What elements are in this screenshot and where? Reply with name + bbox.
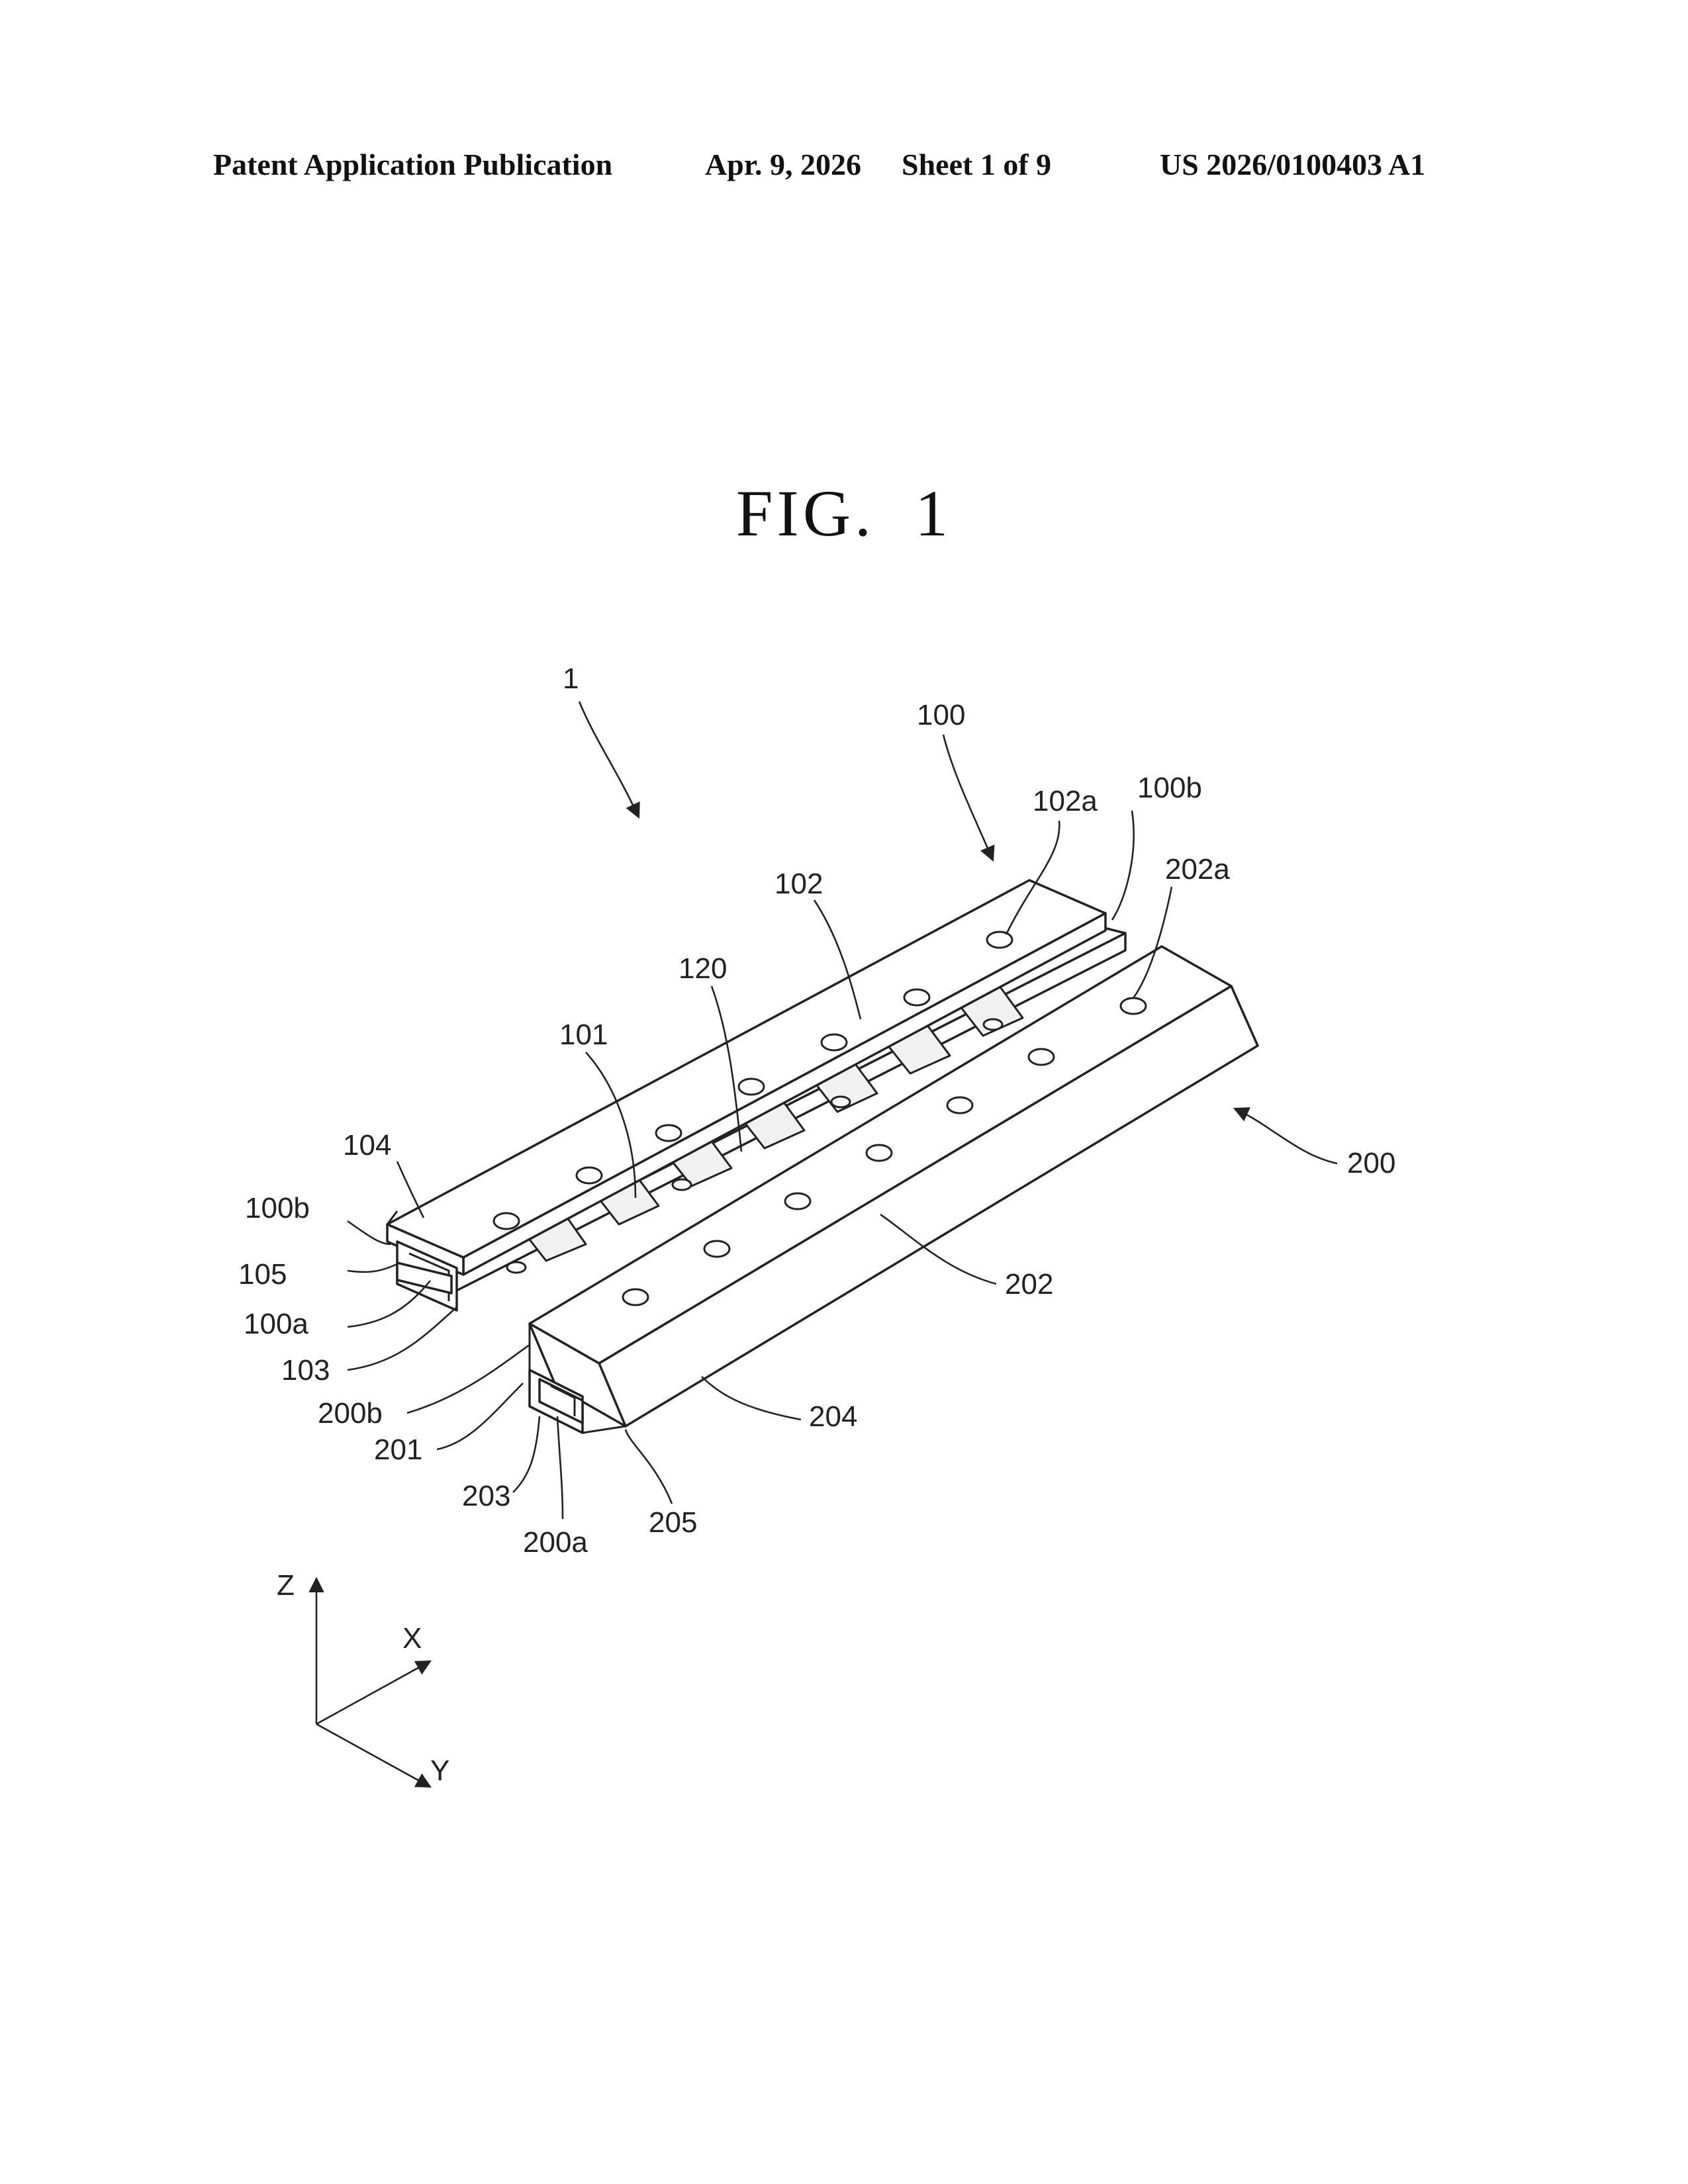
label-200b: 200b xyxy=(318,1397,383,1430)
label-102: 102 xyxy=(774,868,823,900)
label-100b-top: 100b xyxy=(1137,772,1202,804)
label-105: 105 xyxy=(238,1258,287,1291)
label-103: 103 xyxy=(281,1354,330,1387)
label-101: 101 xyxy=(559,1019,608,1051)
label-205: 205 xyxy=(649,1506,697,1539)
label-102a: 102a xyxy=(1033,785,1098,817)
label-202a: 202a xyxy=(1165,853,1230,886)
y-axis-arrow xyxy=(316,1724,430,1787)
label-200a: 200a xyxy=(523,1526,588,1559)
reference-numerals: 1 100 102a 100b 202a 102 120 101 104 100… xyxy=(238,662,1395,1559)
label-100a: 100a xyxy=(244,1308,308,1340)
x-axis-arrow xyxy=(316,1661,430,1724)
y-axis-label: Y xyxy=(430,1754,449,1787)
z-axis-label: Z xyxy=(277,1569,295,1602)
label-100b-left: 100b xyxy=(245,1192,310,1224)
label-120: 120 xyxy=(679,952,727,985)
label-104: 104 xyxy=(343,1129,391,1161)
label-200: 200 xyxy=(1347,1147,1395,1179)
label-201: 201 xyxy=(374,1433,422,1466)
coordinate-axes: Z X Y xyxy=(277,1569,449,1787)
label-204: 204 xyxy=(809,1400,857,1433)
x-axis-label: X xyxy=(402,1622,422,1655)
label-1: 1 xyxy=(563,662,579,695)
label-203: 203 xyxy=(462,1480,510,1512)
label-202: 202 xyxy=(1005,1268,1053,1300)
label-100: 100 xyxy=(917,699,965,731)
